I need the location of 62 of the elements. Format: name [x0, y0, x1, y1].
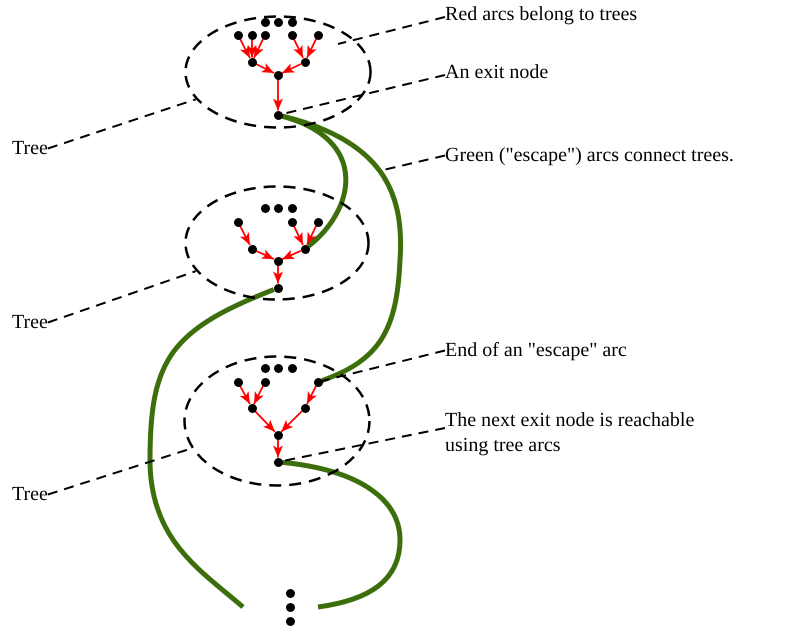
arrow — [273, 440, 283, 458]
node-dot — [234, 378, 242, 386]
leader-line — [338, 16, 446, 45]
node-dot — [300, 58, 310, 66]
arrow — [306, 38, 317, 58]
node-dot — [248, 404, 256, 412]
arrow — [280, 410, 302, 432]
arrow — [239, 38, 251, 58]
tree-label: Tree — [12, 310, 48, 335]
arrow — [239, 386, 251, 404]
callout-text: End of an "escape" arc — [445, 338, 627, 363]
node-dot — [274, 430, 282, 440]
node-dot — [314, 218, 322, 226]
node-dot — [288, 218, 296, 226]
leader-line — [48, 270, 196, 324]
leader-line — [282, 427, 446, 462]
arrow — [254, 410, 276, 432]
node-dot — [234, 30, 242, 40]
leader-line — [48, 98, 196, 150]
arrow — [306, 226, 317, 246]
node-dot — [314, 378, 322, 386]
escape-arc — [282, 114, 404, 383]
callout-text: Red arcs belong to trees — [445, 2, 638, 27]
arrow — [293, 226, 304, 246]
node-dot — [314, 30, 322, 40]
callout-text: An exit node — [445, 60, 548, 85]
node-dot — [300, 404, 310, 412]
escape-arc — [148, 287, 275, 609]
node-dot — [248, 244, 256, 254]
node-dot — [248, 30, 256, 40]
node-dot — [274, 458, 282, 466]
arrow — [282, 63, 302, 74]
arrow — [273, 80, 283, 110]
arrow — [256, 63, 274, 74]
node-dot — [274, 70, 282, 80]
callout-text: The next exit node is reachable using tree arcs — [445, 408, 700, 458]
arrow — [293, 38, 304, 58]
dashed-ellipse — [184, 15, 372, 129]
arrow — [247, 40, 257, 58]
node-dot — [274, 284, 282, 292]
arrow — [239, 226, 251, 246]
arrow — [282, 250, 302, 260]
node-dot — [274, 256, 282, 266]
node-dot — [234, 218, 242, 226]
leader-line — [322, 350, 446, 382]
node-dot — [260, 378, 270, 386]
node-dot — [300, 244, 310, 254]
node-dot — [274, 110, 282, 120]
dashed-ellipse — [183, 355, 371, 487]
dashed-ellipse — [184, 185, 370, 301]
node-dot — [248, 58, 256, 66]
tree-label: Tree — [12, 482, 48, 507]
escape-arc — [282, 460, 402, 610]
callout-text: Green ("escape") arcs connect trees. — [445, 143, 734, 168]
arrow — [273, 266, 283, 284]
tree-label: Tree — [12, 136, 48, 161]
arrow — [253, 386, 264, 404]
node-dot — [288, 30, 296, 40]
node-dot — [260, 30, 270, 40]
arrow — [306, 386, 317, 404]
arrow — [253, 38, 264, 58]
arrow — [256, 250, 274, 260]
